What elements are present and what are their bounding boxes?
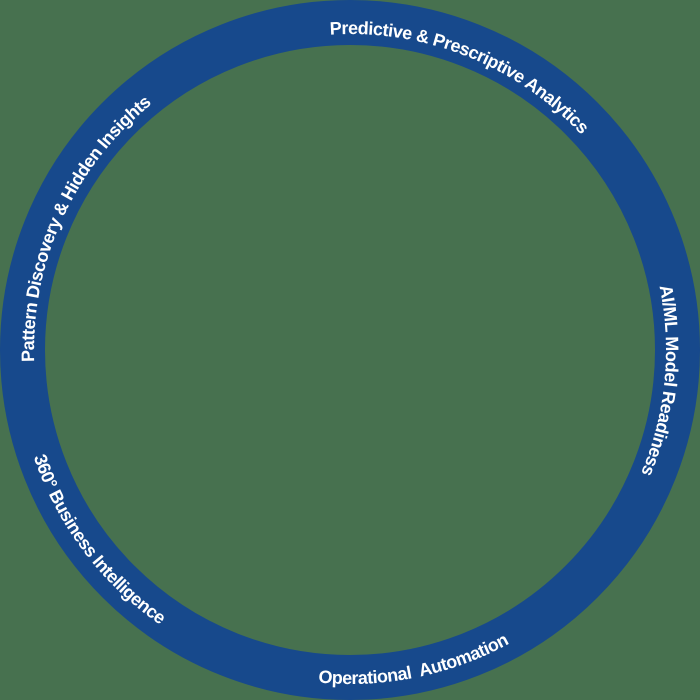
ring-label-predictive-prescriptive-analytics: Predictive & Prescriptive Analytics [329,18,593,138]
ring-label-ai-ml-model-readiness: AI/ML Model Readiness [637,283,682,479]
